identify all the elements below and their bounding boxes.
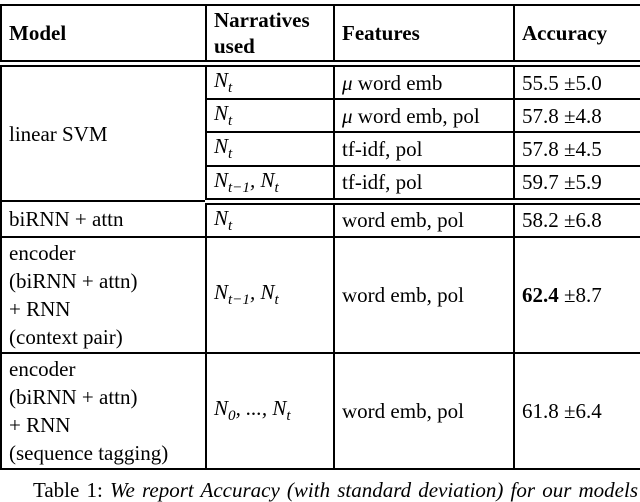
model-line: (context pair)	[9, 324, 123, 349]
model-cell: biRNN + attn	[0, 200, 207, 238]
model-cell: encoder (biRNN + attn) + RNN (sequence tagg…	[0, 351, 207, 470]
model-cell: linear SVM	[0, 62, 207, 203]
accuracy-std: ±6.4	[558, 398, 602, 423]
accuracy-cell: 57.8 ±4.8	[513, 98, 640, 134]
narratives-cell: Nt	[205, 98, 335, 134]
features-cell: tf-idf, pol	[333, 131, 515, 167]
narratives-cell: N0, ..., Nt	[205, 351, 335, 470]
accuracy-cell: 58.2 ±6.8	[513, 200, 640, 238]
narratives-cell: Nt	[205, 131, 335, 167]
accuracy-cell: 61.8 ±6.4	[513, 351, 640, 470]
narratives-cell: Nt	[205, 62, 335, 101]
accuracy-cell: 62.4 ±8.7	[513, 235, 640, 354]
accuracy-std: ±8.7	[558, 282, 602, 307]
col-header-accuracy: Accuracy	[513, 4, 640, 67]
narratives-cell: Nt−1, Nt	[205, 235, 335, 354]
features-cell: word emb, pol	[333, 351, 515, 470]
accuracy-value: 55.5	[522, 70, 559, 95]
accuracy-value: 61.8	[522, 398, 559, 423]
features-cell: word emb, pol	[333, 200, 515, 238]
accuracy-value: 57.8	[522, 136, 559, 161]
model-line: linear SVM	[9, 121, 108, 146]
accuracy-std: ±4.5	[558, 136, 602, 161]
model-line: biRNN + attn	[9, 207, 124, 232]
accuracy-value: 57.8	[522, 103, 559, 128]
model-line: encoder	[9, 240, 76, 265]
model-line: + RNN	[9, 296, 71, 321]
accuracy-cell: 55.5 ±5.0	[513, 62, 640, 101]
header-row: Model Narratives used Features Accuracy	[0, 4, 640, 67]
model-line: (biRNN + attn)	[9, 268, 138, 293]
col-header-narratives: Narratives used	[205, 4, 335, 67]
accuracy-value: 58.2	[522, 208, 559, 233]
table-caption: Table 1: We report Accuracy (with standa…	[0, 477, 640, 502]
accuracy-value: 62.4	[522, 282, 559, 307]
accuracy-std: ±5.0	[558, 70, 602, 95]
features-cell: tf-idf, pol	[333, 164, 515, 205]
model-line: + RNN	[9, 412, 71, 437]
model-line: encoder	[9, 356, 76, 381]
features-cell: μ word emb	[333, 62, 515, 101]
features-cell: μ word emb, pol	[333, 98, 515, 134]
accuracy-cell: 59.7 ±5.9	[513, 164, 640, 205]
table-row: encoder (biRNN + attn) + RNN (sequence tagg…	[0, 351, 640, 470]
caption-label: Table 1:	[33, 477, 103, 502]
features-cell: word emb, pol	[333, 235, 515, 354]
col-header-model: Model	[0, 4, 207, 67]
table-row: encoder (biRNN + attn) + RNN (context pair)…	[0, 235, 640, 354]
accuracy-std: ±5.9	[558, 170, 602, 195]
mu-symbol: μ	[342, 103, 353, 128]
model-cell: encoder (biRNN + attn) + RNN (context pair)	[0, 235, 207, 354]
table-header: Model Narratives used Features Accuracy	[0, 4, 640, 67]
accuracy-value: 59.7	[522, 170, 559, 195]
mu-symbol: μ	[342, 70, 353, 95]
model-line: (biRNN + attn)	[9, 384, 138, 409]
caption-text: We report Accuracy (with standard deviat…	[109, 477, 639, 502]
narratives-cell: Nt	[205, 200, 335, 238]
col-header-features: Features	[333, 4, 515, 67]
model-line: (sequence tagging)	[9, 440, 169, 465]
accuracy-std: ±6.8	[558, 208, 602, 233]
narratives-cell: Nt−1, Nt	[205, 164, 335, 205]
accuracy-cell: 57.8 ±4.5	[513, 131, 640, 167]
results-table: Model Narratives used Features Accuracy …	[0, 4, 640, 470]
accuracy-std: ±4.8	[558, 103, 602, 128]
